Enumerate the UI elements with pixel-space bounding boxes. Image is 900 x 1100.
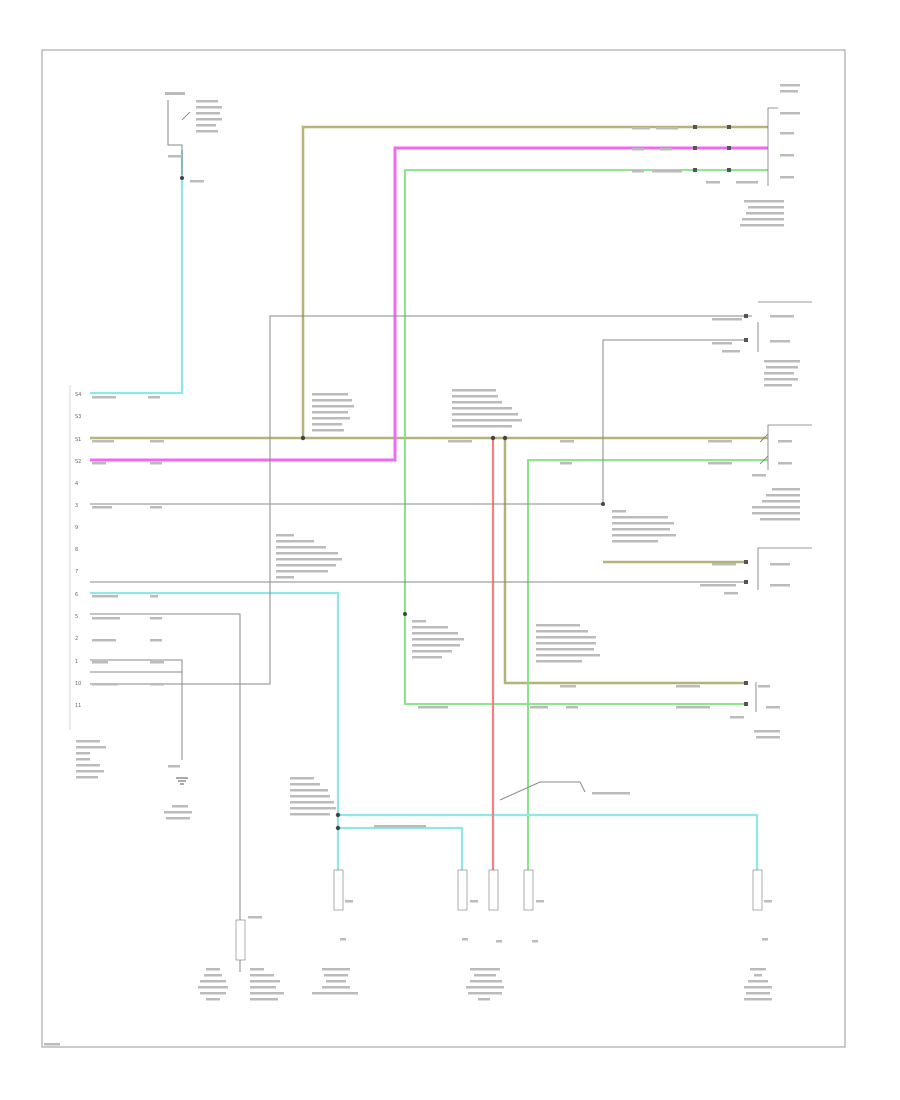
bottom-connectors xyxy=(235,869,763,961)
faint-text-blocks xyxy=(44,84,800,1046)
connector-icons xyxy=(693,125,748,706)
svg-text:4: 4 xyxy=(75,481,78,487)
svg-text:2: 2 xyxy=(75,636,78,642)
gray-wires xyxy=(90,100,752,972)
svg-text:1: 1 xyxy=(75,659,78,665)
svg-text:7: 7 xyxy=(75,569,78,575)
switch-icon xyxy=(181,111,769,465)
svg-text:S2: S2 xyxy=(75,459,81,465)
svg-text:10: 10 xyxy=(75,681,81,687)
diagram-frame xyxy=(41,49,846,1048)
svg-text:S3: S3 xyxy=(75,414,81,420)
svg-text:5: 5 xyxy=(75,614,78,620)
svg-text:6: 6 xyxy=(75,592,78,598)
pink-wire xyxy=(90,146,768,462)
svg-text:9: 9 xyxy=(75,525,78,531)
svg-text:8: 8 xyxy=(75,547,78,553)
ground-icon xyxy=(176,777,188,785)
green-wires xyxy=(404,169,768,910)
svg-text:S4: S4 xyxy=(75,392,81,398)
tan-wires xyxy=(90,125,768,685)
svg-text:11: 11 xyxy=(75,703,81,709)
right-connectors xyxy=(755,107,812,712)
svg-text:S1: S1 xyxy=(75,437,81,443)
splice-dot-icon xyxy=(180,176,605,831)
svg-text:3: 3 xyxy=(75,503,78,509)
